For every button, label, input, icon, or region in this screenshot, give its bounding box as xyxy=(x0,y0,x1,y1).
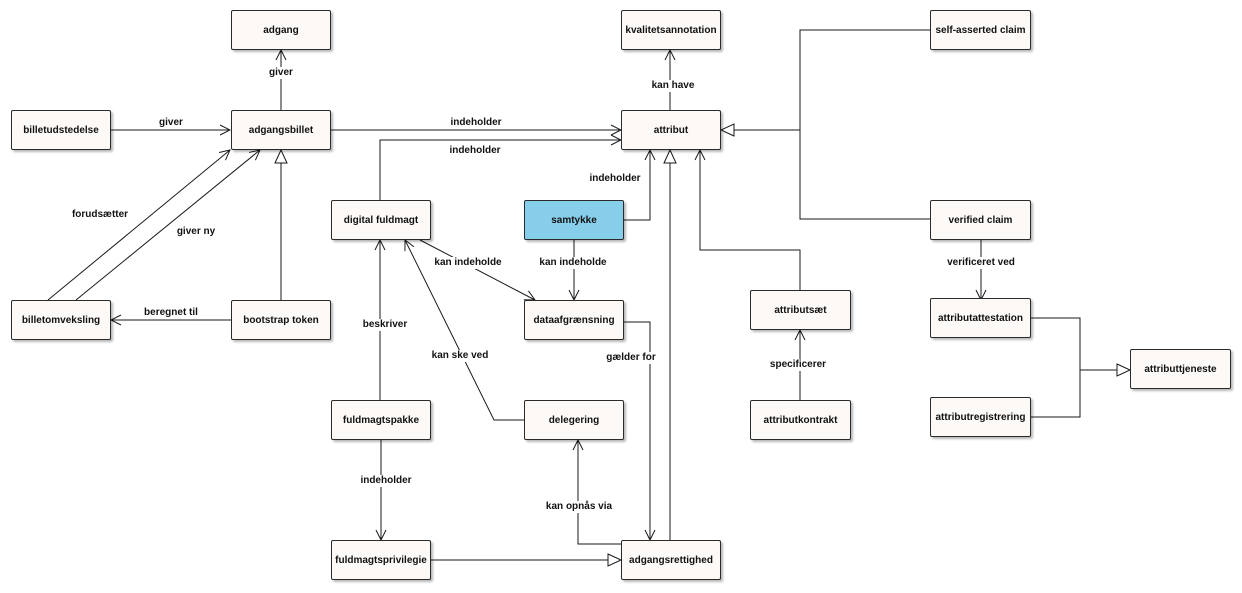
node-kvalitetsannotation[interactable]: kvalitetsannotation xyxy=(621,10,721,50)
node-verified-claim[interactable]: verified claim xyxy=(930,200,1031,240)
edge-fuldmagt-dataafgraensning xyxy=(419,239,535,300)
edge-label-giver-ny: giver ny xyxy=(175,226,217,238)
node-billetudstedelse[interactable]: billetudstedelse xyxy=(11,110,111,150)
edge-fuldmagt-attribut xyxy=(379,140,621,200)
node-adgang[interactable]: adgang xyxy=(231,10,331,50)
node-attributkontrakt[interactable]: attributkontrakt xyxy=(750,400,851,440)
node-dataafgraensning[interactable]: dataafgrænsning xyxy=(524,300,624,340)
edge-delegering-fuldmagt xyxy=(405,240,524,421)
edge-label-kan-ske-ved: kan ske ved xyxy=(430,350,490,362)
edge-attributsaet-attribut xyxy=(700,150,801,290)
edge-label-gaelder-for: gælder for xyxy=(605,352,657,364)
node-attributsaet[interactable]: attributsæt xyxy=(750,290,851,330)
edge-verifiedclaim-attribut xyxy=(799,130,930,220)
edge-label-samtykke-indeholder: indeholder xyxy=(588,173,642,185)
edge-label-pakke-indeholder: indeholder xyxy=(359,475,413,487)
node-fuldmagtsprivilegie[interactable]: fuldmagtsprivilegie xyxy=(331,540,431,580)
node-delegering[interactable]: delegering xyxy=(524,400,624,440)
node-adgangsrettighed[interactable]: adgangsrettighed xyxy=(621,540,721,580)
edge-label-billetudstedelse-giver: giver xyxy=(158,117,184,129)
edge-label-verificeret-ved: verificeret ved xyxy=(946,257,1016,269)
edge-label-beregnet-til: beregnet til xyxy=(143,307,199,319)
edge-billetomveksling-forudsaetter xyxy=(47,150,230,301)
edge-selfasserted-attribut xyxy=(719,29,930,137)
edge-label-specificerer: specificerer xyxy=(768,359,828,371)
node-adgangsbillet[interactable]: adgangsbillet xyxy=(231,110,331,150)
node-digital-fuldmagt[interactable]: digital fuldmagt xyxy=(331,200,431,240)
edge-dataafgraensning-adgangsrettighed xyxy=(624,321,650,540)
edge-billetomveksling-giverny xyxy=(75,150,260,301)
edge-label-forudsaetter: forudsætter xyxy=(70,209,130,221)
node-self-asserted-claim[interactable]: self-asserted claim xyxy=(930,10,1031,50)
node-bootstrap-token[interactable]: bootstrap token xyxy=(231,300,331,340)
node-attributregistrering[interactable]: attributregistrering xyxy=(930,397,1031,437)
edge-samtykke-attribut xyxy=(624,150,650,221)
node-billetomveksling[interactable]: billetomveksling xyxy=(11,300,111,340)
edge-label-kan-have: kan have xyxy=(650,80,696,92)
edge-label-fuldmagt-kan-indeholde: kan indeholde xyxy=(433,257,503,269)
edge-attestation-tjeneste xyxy=(1031,317,1132,377)
node-attributtjeneste[interactable]: attributtjeneste xyxy=(1130,349,1231,389)
edge-registrering-tjeneste xyxy=(1031,370,1081,418)
edge-label-giver-adgang: giver xyxy=(268,67,294,79)
edge-label-beskriver: beskriver xyxy=(361,319,409,331)
edge-label-fuldmagt-indeholder: indeholder xyxy=(448,145,502,157)
node-attributattestation[interactable]: attributattestation xyxy=(930,298,1031,338)
node-fuldmagtspakke[interactable]: fuldmagtspakke xyxy=(331,400,431,440)
edge-label-samtykke-kan-indeholde: kan indeholde xyxy=(538,257,608,269)
node-attribut[interactable]: attribut xyxy=(621,110,721,150)
edge-adgangsrettighed-delegering xyxy=(578,440,621,545)
edge-label-adgangsbillet-indeholder: indeholder xyxy=(449,117,503,129)
edge-label-kan-opnaas-via: kan opnås via xyxy=(544,501,614,513)
node-samtykke[interactable]: samtykke xyxy=(524,200,624,240)
